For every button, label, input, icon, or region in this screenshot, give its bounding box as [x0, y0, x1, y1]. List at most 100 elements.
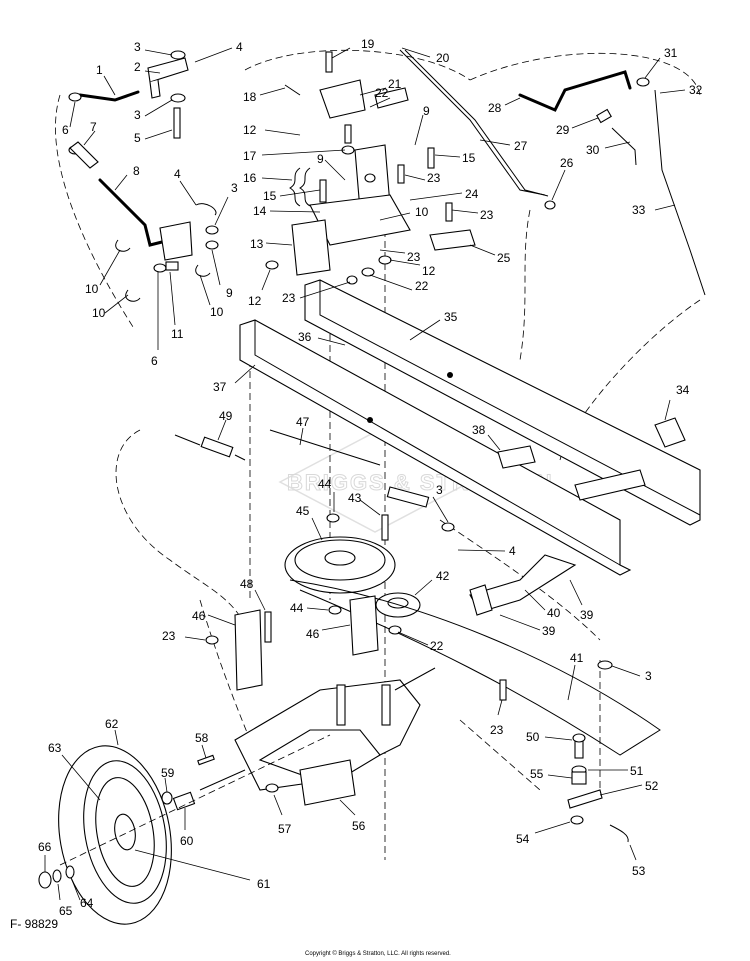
callout-4a: 4 [194, 40, 243, 63]
svg-text:35: 35 [444, 310, 458, 324]
callout-10a: 10 [85, 249, 121, 296]
callout-39a: 39 [569, 579, 594, 622]
svg-text:25: 25 [497, 251, 511, 265]
svg-text:13: 13 [250, 237, 264, 251]
callout-8: 8 [114, 164, 140, 191]
svg-text:52: 52 [645, 779, 659, 793]
callout-23f: 23 [490, 699, 504, 737]
svg-text:37: 37 [213, 380, 227, 394]
svg-text:60: 60 [180, 834, 194, 848]
svg-text:49: 49 [219, 409, 233, 423]
callout-66: 66 [38, 840, 52, 872]
callout-9c: 9 [414, 104, 430, 146]
lift-bracket-assembly [265, 51, 476, 285]
callout-30: 30 [586, 141, 631, 157]
svg-text:4: 4 [236, 40, 243, 54]
svg-text:23: 23 [162, 629, 176, 643]
callout-36: 36 [298, 330, 346, 346]
svg-text:43: 43 [348, 491, 362, 505]
svg-text:20: 20 [436, 51, 450, 65]
callout-50: 50 [526, 730, 573, 744]
callout-17: 17 [243, 149, 346, 163]
callout-57: 57 [273, 794, 292, 836]
callout-21: 21 [359, 77, 402, 96]
svg-text:22: 22 [430, 639, 444, 653]
svg-text:44: 44 [290, 601, 304, 615]
svg-text:36: 36 [298, 330, 312, 344]
callout-31: 31 [644, 46, 678, 79]
callout-6b: 6 [151, 272, 159, 368]
svg-text:53: 53 [632, 864, 646, 878]
callout-13: 13 [250, 237, 293, 251]
svg-text:63: 63 [48, 741, 62, 755]
svg-text:3: 3 [645, 669, 652, 683]
svg-text:12: 12 [422, 264, 436, 278]
svg-text:10: 10 [415, 205, 429, 219]
svg-text:30: 30 [586, 143, 600, 157]
callout-46b: 46 [306, 624, 351, 641]
svg-text:59: 59 [161, 766, 175, 780]
callout-4c: 4 [457, 544, 516, 558]
callout-7: 7 [83, 120, 97, 146]
svg-text:46: 46 [306, 627, 320, 641]
callout-60: 60 [180, 808, 194, 848]
svg-text:6: 6 [151, 354, 158, 368]
svg-text:7: 7 [90, 120, 97, 134]
svg-text:3: 3 [231, 181, 238, 195]
callout-42: 42 [414, 569, 450, 596]
idler-springs [174, 429, 455, 541]
svg-text:2: 2 [134, 60, 141, 74]
svg-text:18: 18 [243, 90, 257, 104]
callout-3a: 3 [134, 40, 173, 56]
svg-text:26: 26 [560, 156, 574, 170]
svg-text:9: 9 [317, 152, 324, 166]
svg-text:22: 22 [375, 86, 389, 100]
svg-text:56: 56 [352, 819, 366, 833]
copyright-notice: Copyright © Briggs & Stratton, LLC. All … [305, 950, 451, 957]
svg-text:39: 39 [580, 608, 594, 622]
callout-24: 24 [409, 187, 479, 201]
svg-text:16: 16 [243, 171, 257, 185]
svg-text:12: 12 [243, 123, 257, 137]
svg-text:6: 6 [62, 123, 69, 137]
svg-text:9: 9 [423, 104, 430, 118]
callout-47: 47 [296, 415, 310, 446]
callout-41: 41 [567, 651, 584, 701]
callout-3b: 3 [134, 99, 173, 122]
callout-9a: 9 [211, 249, 233, 300]
svg-text:27: 27 [514, 139, 528, 153]
callout-33: 33 [632, 203, 676, 217]
callout-3c: 3 [214, 181, 238, 226]
callout-23b: 23 [451, 208, 494, 222]
callout-23a: 23 [404, 171, 441, 185]
svg-text:44: 44 [318, 477, 332, 491]
drive-control-rods [399, 49, 706, 296]
svg-text:15: 15 [462, 151, 476, 165]
callout-28: 28 [488, 97, 521, 115]
callout-23e: 23 [162, 629, 206, 643]
transaxle [197, 667, 436, 806]
svg-text:4: 4 [509, 544, 516, 558]
svg-text:57: 57 [278, 822, 292, 836]
callout-62: 62 [105, 717, 119, 746]
svg-text:62: 62 [105, 717, 119, 731]
callout-32: 32 [659, 83, 703, 97]
svg-text:32: 32 [689, 83, 703, 97]
svg-text:45: 45 [296, 504, 310, 518]
svg-text:50: 50 [526, 730, 540, 744]
callout-51: 51 [588, 764, 644, 778]
callout-54: 54 [516, 821, 571, 846]
svg-text:23: 23 [407, 250, 421, 264]
svg-text:15: 15 [263, 189, 277, 203]
callout-58: 58 [195, 731, 209, 759]
svg-text:48: 48 [240, 577, 254, 591]
callout-64: 64 [71, 879, 94, 910]
svg-text:58: 58 [195, 731, 209, 745]
callout-18: 18 [243, 87, 286, 104]
callout-20: 20 [401, 47, 450, 65]
callout-5: 5 [134, 129, 173, 145]
callout-15b: 15 [434, 151, 476, 165]
callout-2: 2 [134, 60, 161, 74]
svg-text:1: 1 [96, 63, 103, 77]
